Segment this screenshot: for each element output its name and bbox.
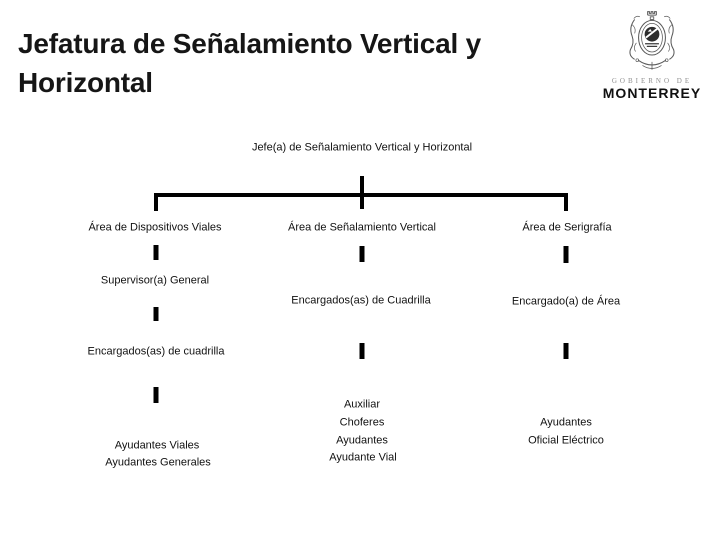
org-node-ayudantes-right: Ayudantes	[540, 416, 592, 429]
logo-gobierno-de-text: GOBIERNO DE	[611, 77, 693, 85]
org-node-oficial-electrico: Oficial Eléctrico	[528, 434, 604, 447]
org-node-choferes: Choferes	[339, 416, 385, 429]
logo-monterrey-text: MONTERREY	[602, 85, 702, 101]
org-node-ayudante-vial: Ayudante Vial	[329, 451, 397, 464]
org-node-encargado-area: Encargado(a) de Área	[511, 295, 621, 308]
org-node-ayudantes-center: Ayudantes	[336, 434, 388, 447]
org-node-supervisor-general: Supervisor(a) General	[100, 274, 210, 287]
org-node-header-serigrafia: Área de Serigrafía	[522, 221, 612, 234]
monterrey-logo: GOBIERNO DE MONTERREY	[598, 8, 706, 101]
monterrey-crest-icon	[629, 11, 675, 70]
org-node-encargados-cuadrilla-left: Encargados(as) de cuadrilla	[87, 345, 225, 358]
org-node-encargados-cuadrilla-center: Encargados(as) de Cuadrilla	[291, 294, 431, 307]
org-node-header-dispositivos-viales: Área de Dispositivos Viales	[88, 221, 222, 234]
org-node-header-senalamiento-vertical: Área de Señalamiento Vertical	[288, 221, 436, 234]
org-node-auxiliar: Auxiliar	[343, 398, 381, 411]
org-node-root: Jefe(a) de Señalamiento Vertical y Horiz…	[251, 141, 473, 154]
org-node-ayudantes-generales: Ayudantes Generales	[105, 456, 211, 469]
page-title: Jefatura de Señalamiento Vertical y Hori…	[18, 28, 481, 98]
org-node-ayudantes-viales: Ayudantes Viales	[114, 439, 200, 452]
